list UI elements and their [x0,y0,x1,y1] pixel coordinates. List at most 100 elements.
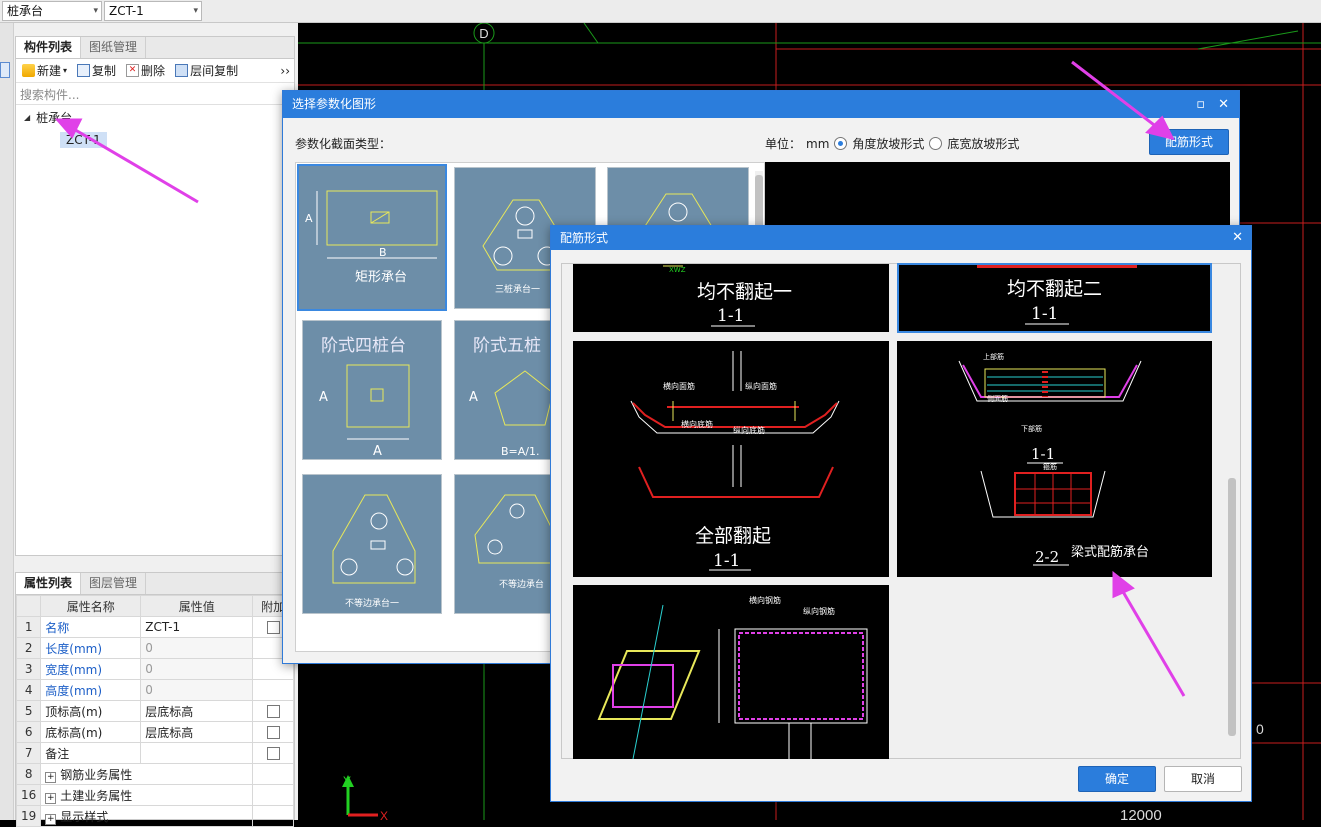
property-value[interactable]: 层底标高 [140,721,254,743]
property-value[interactable]: ZCT-1 [140,616,254,638]
dialog-titlebar: 选择参数化图形 ▫ ✕ [283,91,1239,118]
dialog-title: 选择参数化图形 [292,97,377,111]
tab-drawing-manage[interactable]: 图纸管理 [81,37,147,58]
row-no: 3 [15,658,42,680]
axis-y-label: Y [343,774,351,788]
label-top-bar: 上部筋 [983,352,1004,361]
rebar-option-all-bend[interactable]: 横向面筋 纵向面筋 横向底筋 纵向底筋 全部翻起 1-1 [573,341,889,577]
row-no: 6 [15,721,42,743]
component-type-value: 桩承台 [7,4,44,18]
top-toolbar: 桩承台 ▾ ZCT-1 ▾ [0,0,1321,23]
rebar-dialog-title: 配筋形式 [560,231,609,245]
property-value[interactable] [140,742,254,764]
property-group-row[interactable]: 19+显示样式 [15,805,294,827]
cancel-button[interactable]: 取消 [1164,766,1242,792]
label-longitudinal-bar: 纵向钢筋 [803,606,835,616]
width-slope-label: 底宽放坡形式 [947,137,1020,151]
thumb-step-four-pile[interactable]: 阶式四桩台 A A [302,320,442,460]
rebar-option-beam-cap[interactable]: 上部筋 侧面筋 下部筋 1-1 箍筋 2-2 梁式配筋承台 [897,341,1212,577]
close-icon[interactable]: ✕ [1232,230,1243,245]
dim-b: B [379,246,387,259]
width-slope-radio[interactable] [929,137,943,150]
tree-item-label: ZCT-1 [66,133,101,147]
rebar-option-no-bend-1[interactable]: XWZ 均不翻起一 1-1 [573,264,889,332]
component-name-value: ZCT-1 [109,4,144,18]
thumb-rect-cap[interactable]: A B 矩形承台 [297,164,447,311]
unit-label: 单位： [765,137,802,151]
option-b-drawing: 均不翻起二 1-1 [977,265,1137,325]
side-strip-button[interactable] [0,62,10,78]
tab-component-list[interactable]: 构件列表 [16,37,82,58]
expand-plus-icon[interactable]: + [45,813,57,825]
floor-copy-button[interactable]: 层间复制 [175,62,238,79]
component-toolbar: 新建▾ 复制 ✕删除 层间复制 ›› [16,59,294,83]
unit-options: 单位： mm 角度放坡形式 底宽放坡形式 [765,135,1019,152]
thumb-label: 三桩承台一 [495,283,540,295]
thumb-label: 阶式四桩台 [321,336,406,356]
property-name: 备注 [40,742,142,764]
ok-button[interactable]: 确定 [1078,766,1156,792]
section-label: 1-1 [1031,304,1058,324]
preview-area [765,162,1230,232]
copy-icon [77,64,91,77]
copy-button[interactable]: 复制 [77,62,116,79]
property-group-row[interactable]: 8+钢筋业务属性 [15,763,294,785]
component-list-pane: 构件列表 图纸管理 新建▾ 复制 ✕删除 层间复制 ›› 搜索构件... ⌕ ◢… [15,36,295,556]
property-value[interactable]: 层底标高 [140,700,254,722]
new-button[interactable]: 新建▾ [22,62,67,79]
expand-triangle-icon: ◢ [24,113,31,122]
extra-checkbox[interactable] [266,726,280,739]
rebar-list-scrollbar[interactable] [1225,264,1239,758]
maximize-icon[interactable]: ▫ [1196,97,1205,112]
ucs-icon: Y X [342,774,388,820]
property-name: 名称 [40,616,142,638]
rebar-option-no-bend-2[interactable]: 均不翻起二 1-1 [897,263,1212,333]
rebar-option-section[interactable]: 横向钢筋 纵向钢筋 [573,585,889,759]
extra-checkbox[interactable] [266,621,280,634]
row-no: 19 [15,805,42,827]
close-icon[interactable]: ✕ [1218,97,1229,112]
thumb-three-pile-2[interactable] [607,167,749,233]
expand-plus-icon[interactable]: + [45,771,57,783]
thumb-step-five-pile[interactable]: 阶式五桩 A B=A/1. [454,320,554,460]
label-stirrup: 箍筋 [1043,462,1057,471]
delete-button[interactable]: ✕删除 [126,62,165,79]
extra-checkbox[interactable] [266,747,280,760]
angle-slope-radio[interactable] [834,137,848,150]
property-name: 高度(mm) [40,679,142,701]
label-top-transverse: 横向面筋 [663,381,695,391]
expand-plus-icon[interactable]: + [45,792,57,804]
group-name: 显示样式 [60,809,109,824]
tree-item-zct1[interactable]: ZCT-1 [60,132,107,148]
component-search[interactable]: 搜索构件... ⌕ [16,83,294,105]
thumb-unequal-cap-1[interactable]: 不等边承台一 [302,474,442,614]
step-four-drawing: 阶式四桩台 A A [319,336,410,459]
property-value: 0 [140,637,254,659]
component-type-combo[interactable]: 桩承台 ▾ [2,1,102,21]
property-header-row: 属性名称 属性值 附加 [15,595,294,617]
extra-checkbox[interactable] [266,705,280,718]
tab-property-list[interactable]: 属性列表 [16,573,82,594]
thumb-unequal-cap-2[interactable]: 不等边承台 [454,474,554,614]
option-title: 全部翻起 [695,525,771,547]
more-button[interactable]: ›› [280,63,290,78]
svg-text:XWZ: XWZ [669,266,686,274]
rebar-list-scrollbar-thumb[interactable] [1228,478,1236,736]
property-group-row[interactable]: 16+土建业务属性 [15,784,294,806]
dim-b: B=A/1. [501,445,540,458]
side-strip [0,23,14,820]
component-name-combo[interactable]: ZCT-1 ▾ [104,1,202,21]
rebar-form-button[interactable]: 配筋形式 [1149,129,1229,155]
option-title: 梁式配筋承台 [1071,544,1149,560]
tree-root[interactable]: ◢ 桩承台 [24,109,286,126]
section-type-label: 参数化截面类型： [295,137,392,151]
option-e-drawing: 横向钢筋 纵向钢筋 [597,595,868,759]
tab-layer-manage[interactable]: 图层管理 [81,573,147,594]
